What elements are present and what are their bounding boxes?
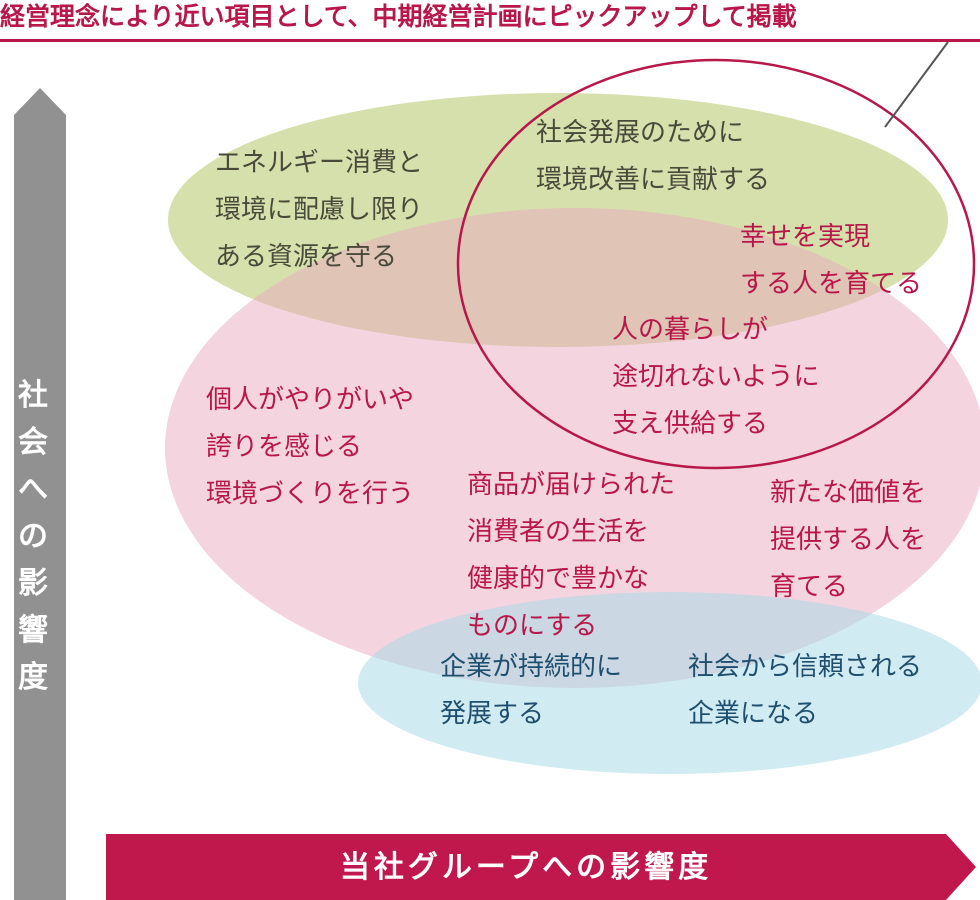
y-axis-char: 響: [18, 613, 48, 648]
item-trusted-company: 社会から信頼される 企業になる: [688, 644, 922, 738]
item-consumer-life: 商品が届けられた 消費者の生活を 健康的で豊かな ものにする: [467, 462, 675, 650]
item-line: 社会発展のために: [536, 118, 745, 148]
x-axis-arrow: [106, 834, 976, 900]
x-axis-label: 当社グループへの影響度: [339, 850, 713, 885]
item-line: 環境に配慮し限り: [215, 195, 424, 225]
item-line: する人を育てる: [740, 269, 923, 299]
item-line: 途切れないように: [612, 362, 820, 392]
item-line: 商品が届けられた: [467, 470, 676, 500]
header-title: 経営理念により近い項目として、中期経営計画にピックアップして掲載: [0, 2, 797, 31]
item-line: 消費者の生活を: [467, 517, 650, 547]
y-axis-char: へ: [18, 472, 48, 507]
item-line: 社会から信頼される: [688, 652, 923, 682]
item-line: 人の暮らしが: [612, 315, 769, 345]
item-line: 幸せを実現: [740, 222, 871, 252]
item-line: 個人がやりがいや: [206, 385, 415, 415]
item-line: 新たな価値を: [770, 478, 927, 508]
item-line: 健康的で豊かな: [467, 564, 650, 594]
item-line: 環境づくりを行う: [206, 479, 415, 509]
item-line: 支え供給する: [612, 409, 769, 439]
item-support-supply: 人の暮らしが 途切れないように 支え供給する: [612, 307, 819, 448]
blue-group-ellipse: [358, 592, 980, 774]
item-realize-happiness: 幸せを実現 する人を育てる: [740, 214, 922, 308]
item-line: ものにする: [467, 611, 598, 641]
y-axis-char: 会: [18, 425, 48, 460]
item-environment-improvement: 社会発展のために 環境改善に貢献する: [536, 110, 770, 204]
highlight-circle: [456, 58, 976, 470]
leader-line: [884, 41, 949, 128]
item-line: エネルギー消費と: [215, 148, 424, 178]
item-line: 企業が持続的に: [440, 652, 623, 682]
item-line: 提供する人を: [770, 525, 927, 555]
item-rewarding-environment: 個人がやりがいや 誇りを感じる 環境づくりを行う: [206, 377, 414, 518]
item-line: 企業になる: [688, 699, 819, 729]
y-axis-arrow: [14, 88, 66, 900]
pink-group-ellipse: [165, 208, 980, 688]
item-line: 発展する: [440, 699, 545, 729]
header-underline: [0, 39, 980, 42]
y-axis-char: 影: [18, 566, 48, 601]
item-line: 誇りを感じる: [206, 432, 363, 462]
y-axis-char: 度: [18, 660, 48, 695]
item-line: ある資源を守る: [215, 242, 398, 272]
item-sustainable-growth: 企業が持続的に 発展する: [440, 644, 622, 738]
y-axis-char: 社: [18, 378, 48, 413]
item-new-value-people: 新たな価値を 提供する人を 育てる: [770, 470, 926, 611]
item-line: 育てる: [770, 572, 849, 602]
y-axis-label: 社会への影響度: [12, 372, 54, 701]
item-line: 環境改善に貢献する: [536, 165, 771, 195]
item-energy-resources: エネルギー消費と 環境に配慮し限り ある資源を守る: [215, 140, 423, 281]
y-axis-char: の: [18, 519, 48, 554]
